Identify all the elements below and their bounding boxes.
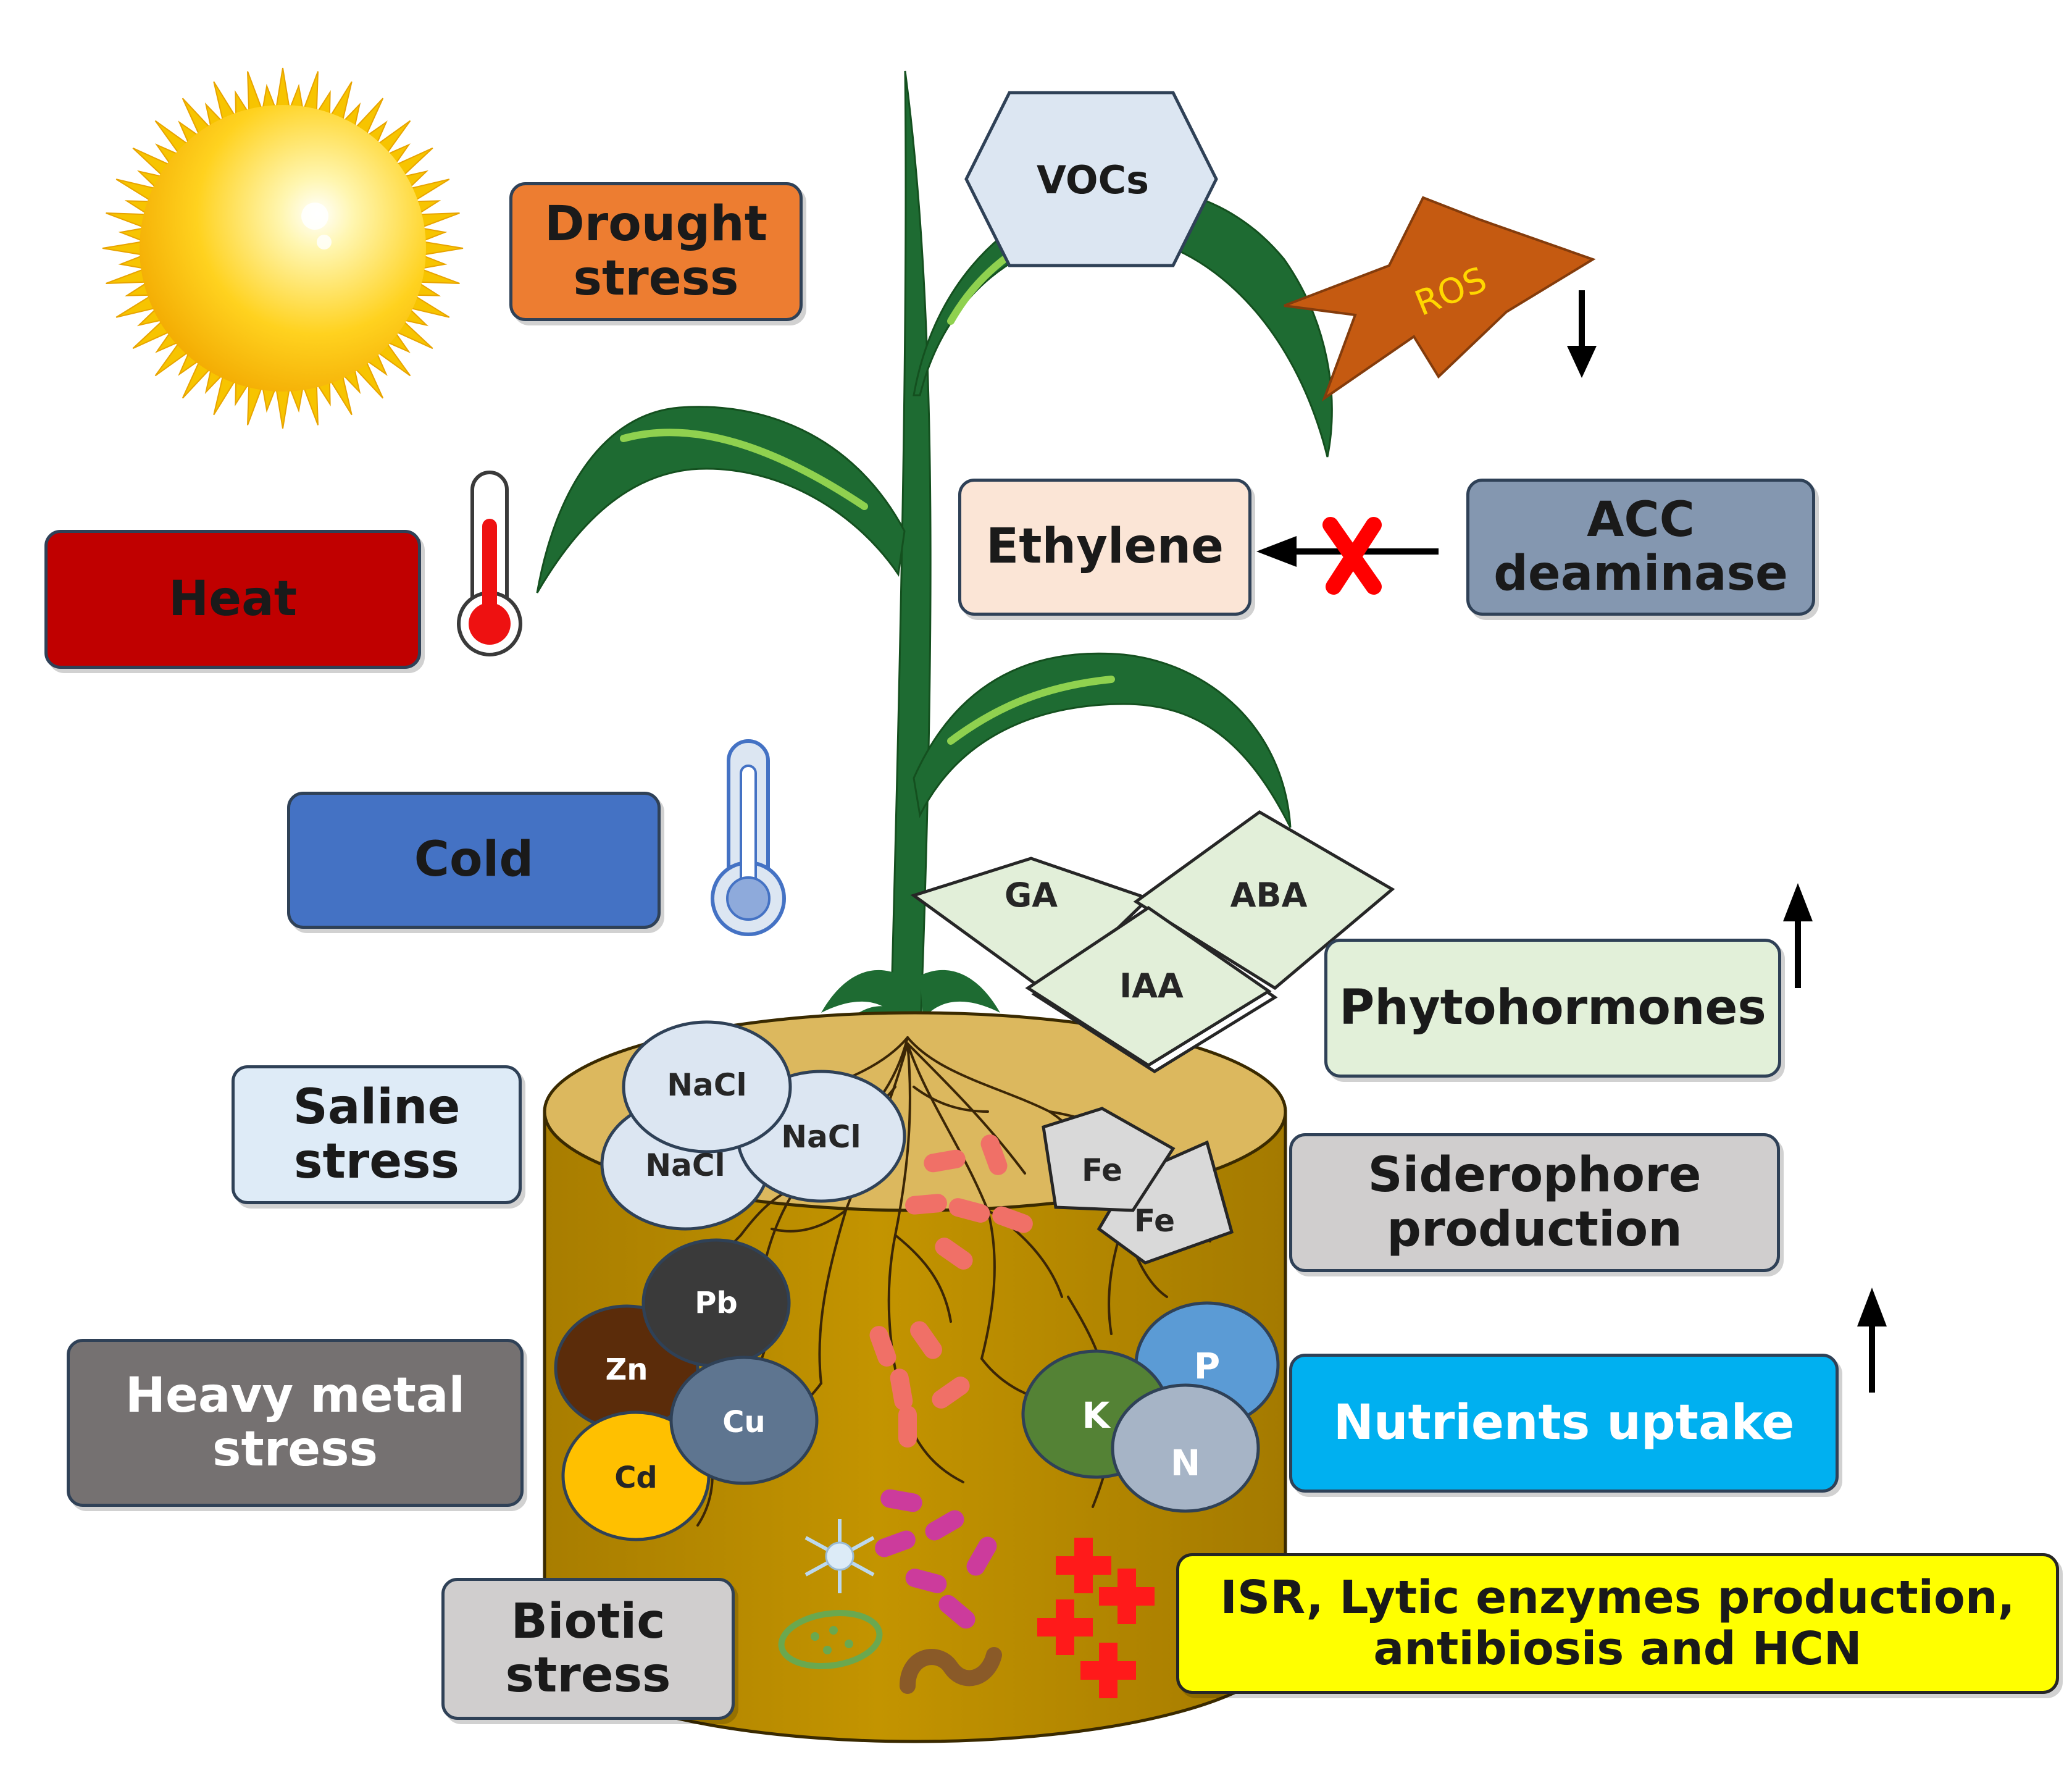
nacl-label-2: NaCl xyxy=(781,1119,861,1155)
aba-label: ABA xyxy=(1230,876,1308,915)
drought-stress-box: Drought stress xyxy=(509,182,803,321)
isr-lytic-enzymes-box: ISR, Lytic enzymes production, antibiosi… xyxy=(1176,1553,2059,1694)
biotic-stress-box: Biotic stress xyxy=(441,1578,735,1720)
acc-deaminase-box: ACC deaminase xyxy=(1466,479,1815,616)
nutrient-particles xyxy=(1021,1301,1280,1513)
salt-particles xyxy=(600,1020,906,1231)
ethylene-box: Ethylene xyxy=(958,479,1251,616)
heat-thermometer-icon xyxy=(457,471,522,656)
vocs-label: VOCs xyxy=(1036,157,1149,203)
n-label: N xyxy=(1170,1442,1201,1484)
zn-label: Zn xyxy=(605,1352,648,1387)
sun-ray xyxy=(420,240,464,256)
sun-ray xyxy=(275,67,291,111)
fe-label-2: Fe xyxy=(1134,1203,1176,1239)
heavy-metal-particles xyxy=(554,1238,819,1541)
cd-label: Cd xyxy=(614,1460,658,1495)
vocs-hexagon xyxy=(964,91,1218,267)
phytohormones-increase-arrow-icon xyxy=(1783,883,1813,988)
cu-label: Cu xyxy=(722,1405,766,1439)
pathogen-icons xyxy=(778,1488,1155,1698)
k-label: K xyxy=(1082,1394,1110,1436)
cold-thermometer-icon xyxy=(711,739,786,936)
nutrients-increase-arrow-icon xyxy=(1857,1288,1887,1393)
pb-label: Pb xyxy=(695,1286,738,1320)
nacl-label-3: NaCl xyxy=(645,1147,725,1183)
heavy-metal-stress-box: Heavy metal stress xyxy=(67,1339,524,1507)
nutrients-uptake-box: Nutrients uptake xyxy=(1289,1354,1839,1493)
nacl-label-1: NaCl xyxy=(667,1067,747,1103)
siderophore-production-box: Siderophore production xyxy=(1289,1133,1780,1272)
sun-ray xyxy=(102,240,145,256)
cold-box: Cold xyxy=(287,792,661,929)
iron-particles xyxy=(1042,1107,1234,1265)
iaa-label: IAA xyxy=(1119,966,1184,1005)
phytohormones-box: Phytohormones xyxy=(1324,939,1781,1078)
saline-stress-box: Saline stress xyxy=(232,1065,522,1204)
fe-label-1: Fe xyxy=(1081,1152,1123,1188)
ga-label: GA xyxy=(1004,876,1058,915)
ros-decrease-arrow-icon xyxy=(1567,290,1597,378)
inhibition-x-icon xyxy=(1322,517,1382,595)
p-label: P xyxy=(1193,1345,1221,1387)
ros-star xyxy=(1284,196,1596,402)
heat-box: Heat xyxy=(44,530,421,669)
sun-icon xyxy=(102,67,464,429)
sun-ray xyxy=(275,386,291,429)
hormone-diamonds xyxy=(910,810,1395,1073)
